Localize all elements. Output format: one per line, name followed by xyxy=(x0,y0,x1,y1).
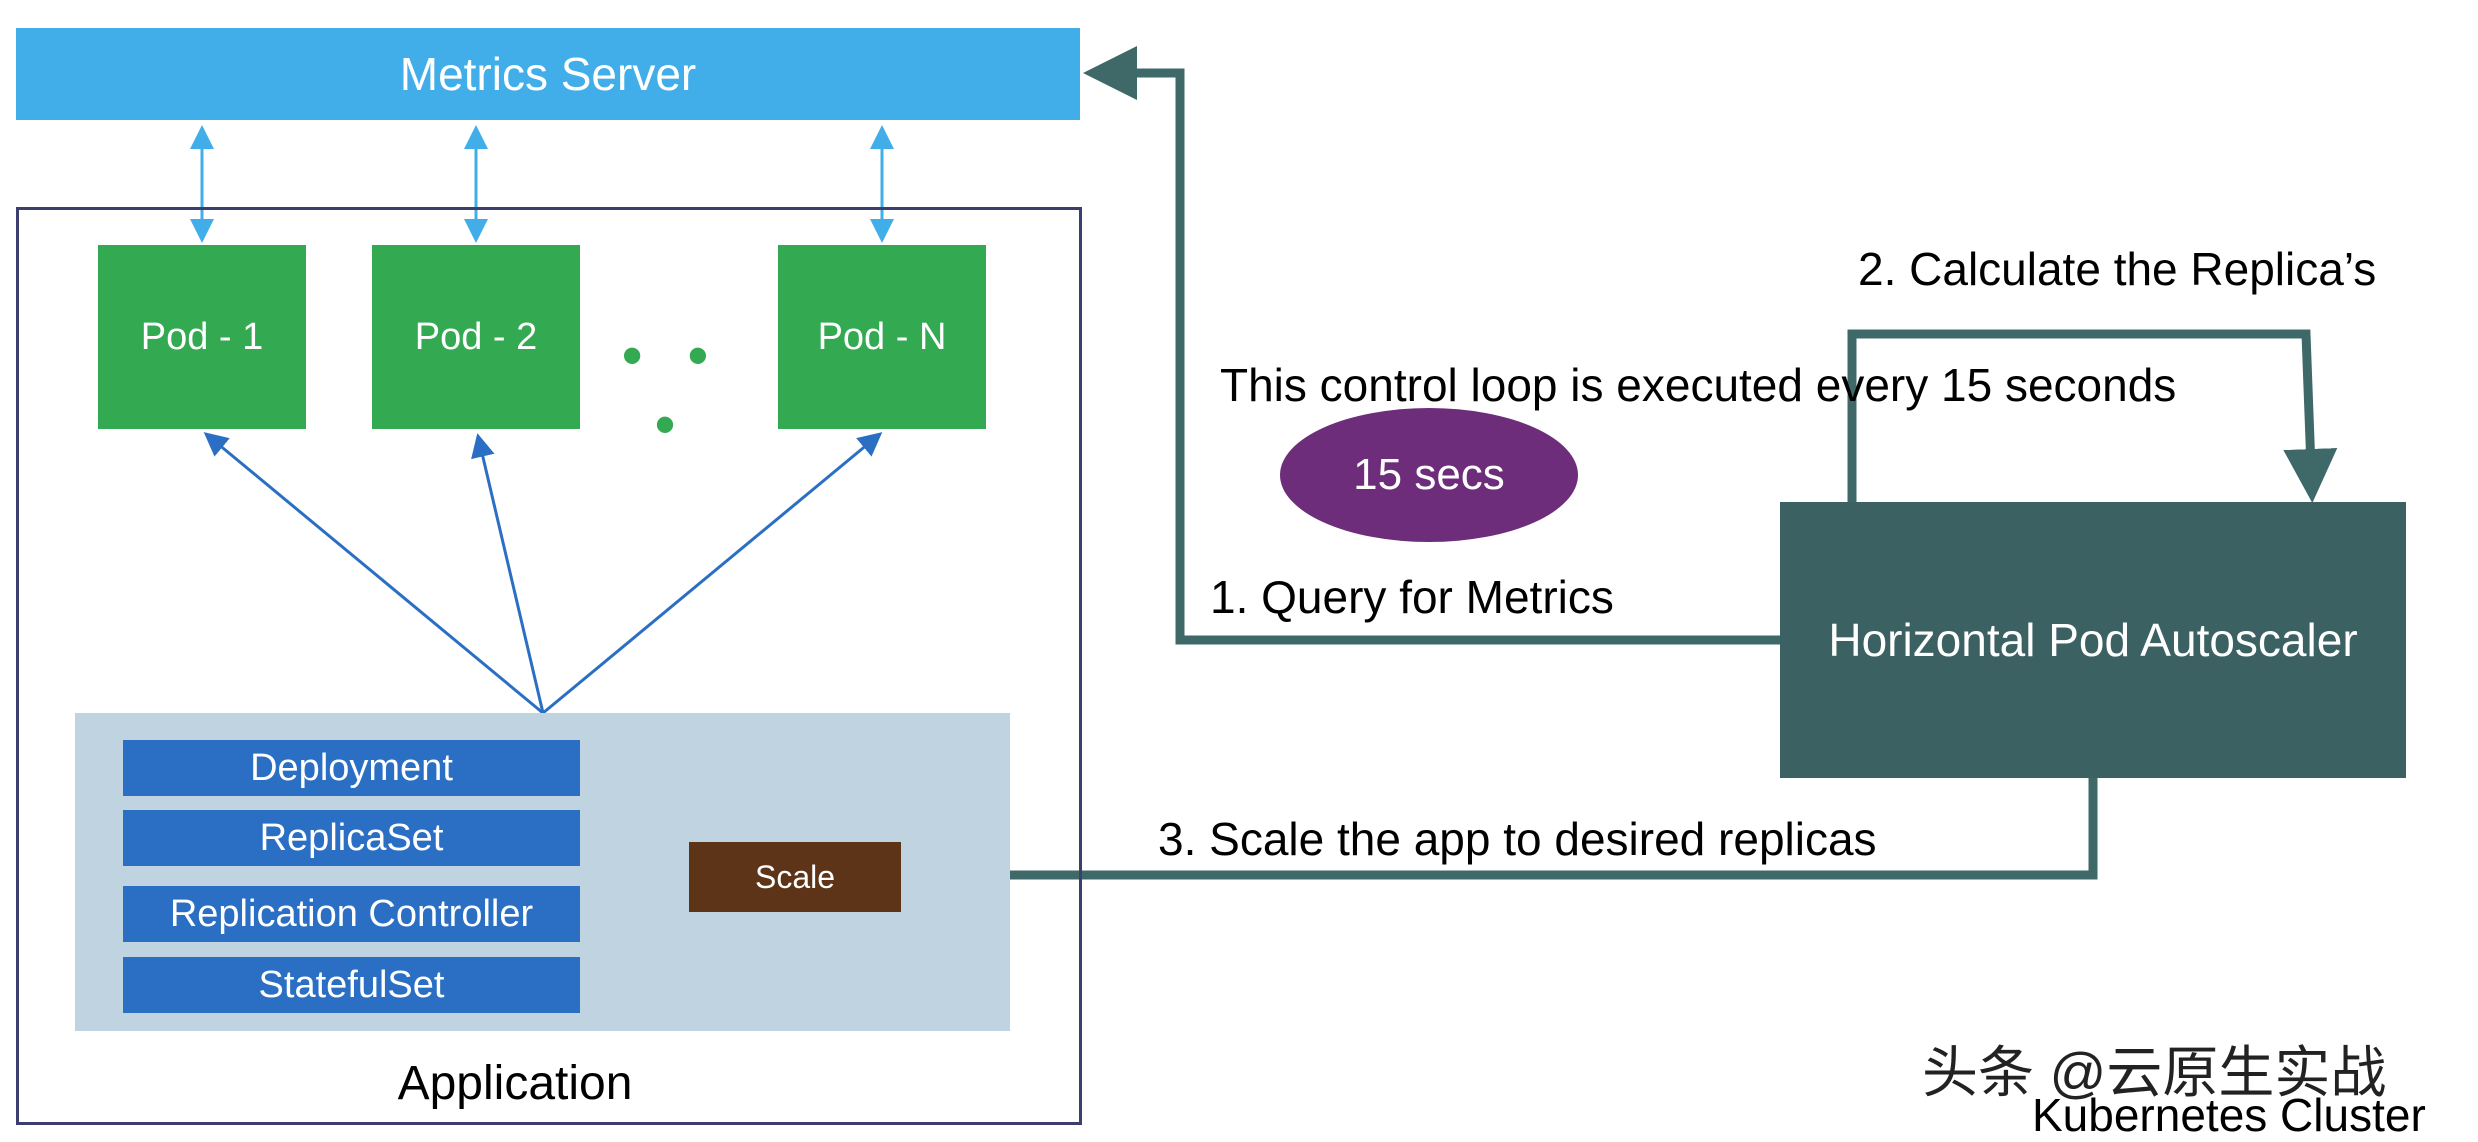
controller-link-pod-1 xyxy=(203,432,544,715)
pod-ellipsis: • • • xyxy=(621,322,723,458)
statefulset-box: StatefulSet xyxy=(123,957,580,1013)
step-2-calculate-label: 2. Calculate the Replica’s xyxy=(1858,243,2377,295)
replication-controller-box: Replication Controller xyxy=(123,886,580,942)
watermark: 头条 @云原生实战 xyxy=(1922,1041,2387,1104)
controller-link-pod-2 xyxy=(471,433,545,714)
replicaset-label: ReplicaSet xyxy=(259,816,444,859)
pod-1-label: Pod - 1 xyxy=(140,315,264,358)
pod-1-box: Pod - 1 xyxy=(98,245,306,429)
calculate-replicas-arrow xyxy=(1847,329,2338,503)
timer-label: 15 secs xyxy=(1353,450,1505,499)
replication-controller-label: Replication Controller xyxy=(169,892,534,935)
metrics-server-label: Metrics Server xyxy=(399,48,697,100)
application-label: Application xyxy=(397,1056,633,1110)
scale-box: Scale xyxy=(689,842,901,912)
horizontal-pod-autoscaler-box: Horizontal Pod Autoscaler xyxy=(1780,502,2406,778)
timer-ellipse: 15 secs xyxy=(1280,408,1578,542)
statefulset-label: StatefulSet xyxy=(258,963,445,1006)
scale-label: Scale xyxy=(754,858,836,895)
controller-link-pod-n xyxy=(542,432,883,715)
pod-n-box: Pod - N xyxy=(778,245,986,429)
deployment-box: Deployment xyxy=(123,740,580,796)
scale-app-arrow xyxy=(909,778,2098,902)
replicaset-box: ReplicaSet xyxy=(123,810,580,866)
application-frame xyxy=(16,207,1082,1125)
metrics-server-box: Metrics Server xyxy=(16,28,1080,120)
pod-n-label: Pod - N xyxy=(817,315,947,358)
kubernetes-cluster-label: Kubernetes Cluster xyxy=(2032,1089,2426,1141)
pod-2-label: Pod - 2 xyxy=(414,315,538,358)
control-loop-note: This control loop is executed every 15 s… xyxy=(1220,359,2177,411)
step-1-query-label: 1. Query for Metrics xyxy=(1210,571,1614,623)
hpa-label: Horizontal Pod Autoscaler xyxy=(1828,614,2358,666)
deployment-label: Deployment xyxy=(250,746,453,789)
step-3-scale-label: 3. Scale the app to desired replicas xyxy=(1158,813,1877,865)
pod-2-box: Pod - 2 xyxy=(372,245,580,429)
query-metrics-arrow xyxy=(1083,46,1780,645)
